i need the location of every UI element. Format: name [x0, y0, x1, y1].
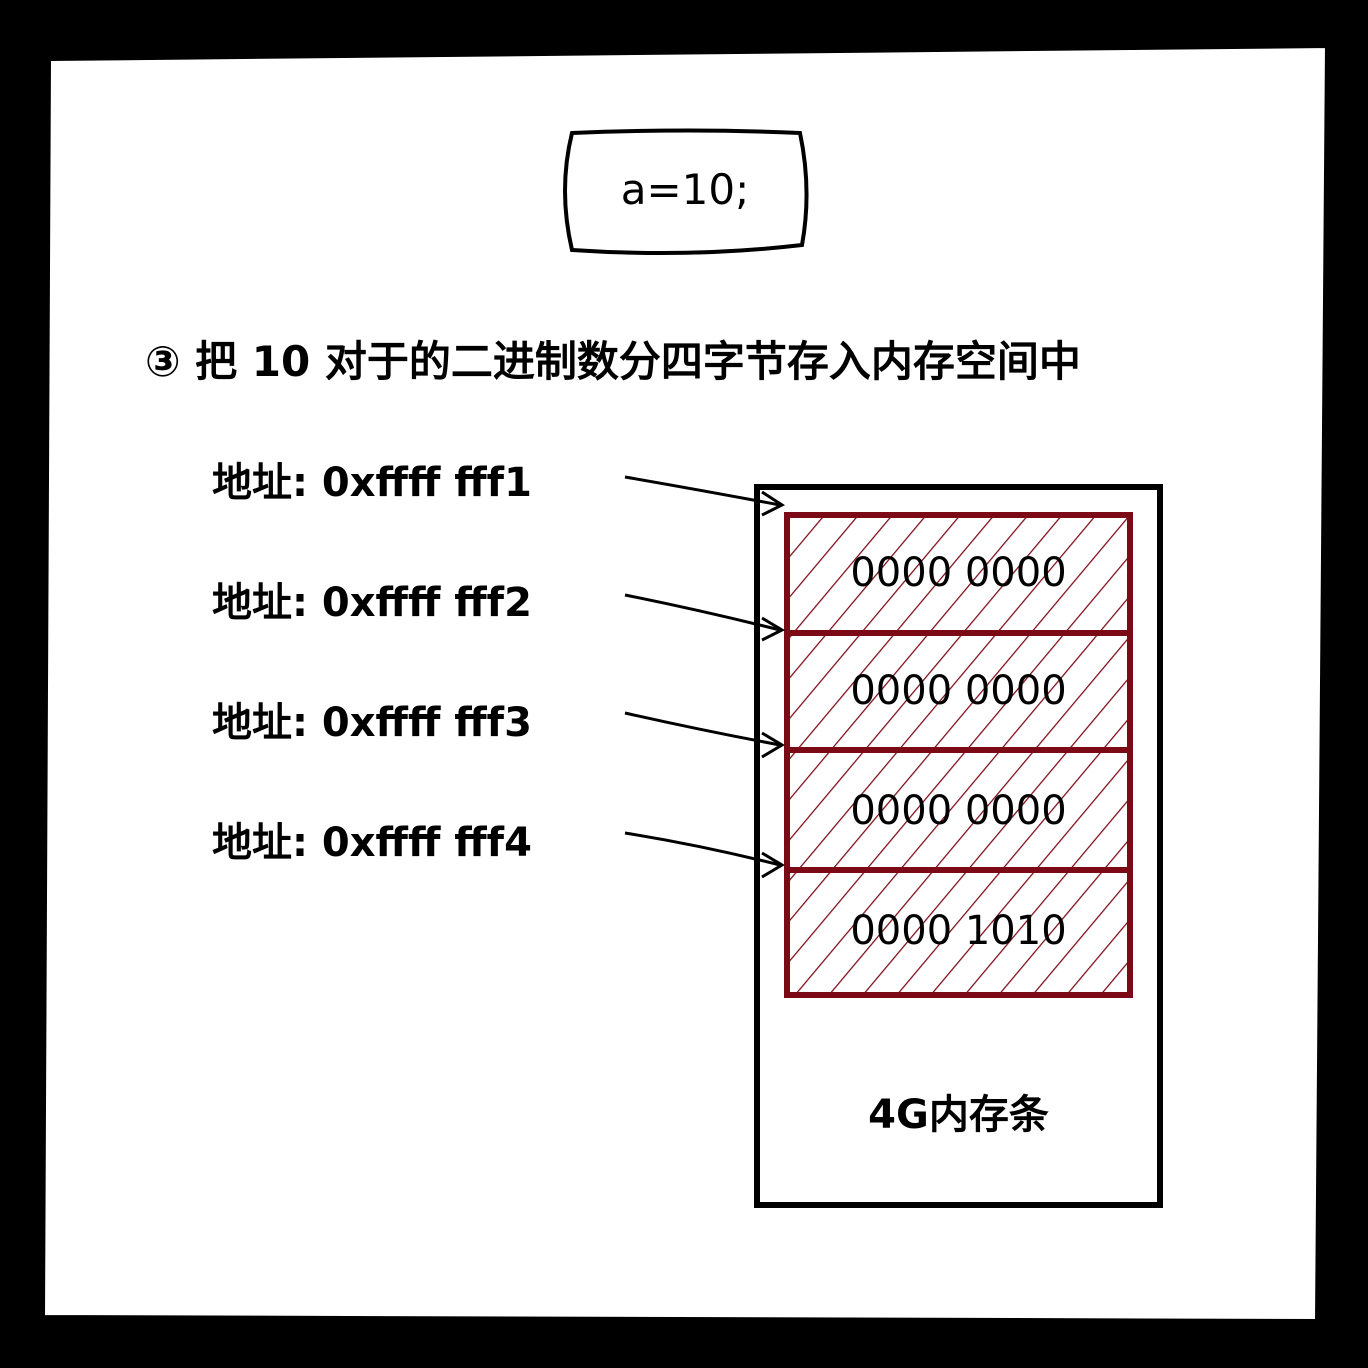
address-label-2: 地址: 0xffff fff2 [212, 580, 532, 626]
memory-cells [784, 512, 1133, 998]
cell-3 [784, 747, 1133, 873]
cell-value-4: 0000 1010 [850, 908, 1067, 954]
step-title: ③ 把 10 对于的二进制数分四字节存入内存空间中 [145, 337, 1081, 386]
cell-1 [784, 512, 1133, 636]
cell-value-1: 0000 0000 [850, 550, 1067, 596]
arrow-4 [624, 831, 785, 879]
arrows [624, 475, 786, 879]
address-label-4: 地址: 0xffff fff4 [212, 820, 532, 866]
memory-box [754, 484, 1163, 1208]
paper [38, 41, 1332, 1326]
arrow-1 [624, 475, 786, 517]
cell-value-2: 0000 0000 [850, 668, 1067, 714]
memory-label: 4G内存条 [868, 1092, 1049, 1138]
arrow-2 [624, 593, 786, 642]
code-box [563, 128, 809, 256]
arrow-3 [624, 711, 785, 759]
address-label-1: 地址: 0xffff fff1 [212, 460, 532, 506]
code-text: a=10; [620, 165, 750, 214]
address-label-3: 地址: 0xffff fff3 [212, 700, 532, 746]
cell-4 [784, 867, 1133, 998]
cell-value-3: 0000 0000 [850, 788, 1067, 834]
